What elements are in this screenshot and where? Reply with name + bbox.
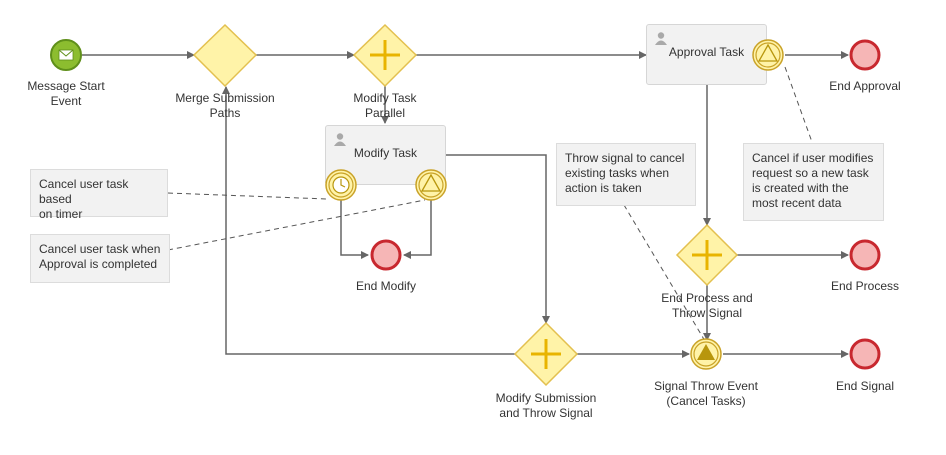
merge-gateway-label: Merge Submission Paths <box>175 91 275 120</box>
approval-task-label: Approval Task <box>668 45 745 59</box>
flow-loop-to-merge[interactable] <box>222 86 515 355</box>
end-process-label: End Process <box>830 279 900 293</box>
user-icon <box>655 32 667 45</box>
sequence-flows <box>82 51 849 358</box>
signal-throw-label: Signal Throw Event (Cancel Tasks) <box>654 379 758 408</box>
modify-submission-gateway[interactable] <box>513 321 579 387</box>
plus-icon <box>692 240 722 270</box>
merge-submission-gateway[interactable] <box>192 23 258 88</box>
association-approval-note <box>167 199 426 251</box>
modify-task-label: Modify Task <box>353 146 418 160</box>
annotation-throw-note: Throw signal to cancel existing tasks wh… <box>556 143 696 206</box>
envelope-icon <box>58 49 74 61</box>
end-modify-label: End Modify <box>355 279 417 293</box>
annotation-modify-note: Cancel if user modifies request so a new… <box>743 143 884 221</box>
approval-signal-boundary-event[interactable] <box>752 39 784 71</box>
flow-modify-to-submission-gateway[interactable] <box>446 154 550 324</box>
annotation-associations <box>167 66 813 342</box>
end-process-event[interactable] <box>849 239 881 271</box>
triangle-icon <box>420 173 442 192</box>
flow-timer-to-end-modify[interactable] <box>340 199 369 259</box>
plus-icon <box>531 339 561 369</box>
end-process-gateway-label: End Process and Throw Signal <box>661 291 753 320</box>
clock-icon <box>332 176 350 194</box>
end-approval-event[interactable] <box>849 39 881 71</box>
parallel-gateway-label: Modify Task Parallel <box>353 91 417 120</box>
end-approval-label: End Approval <box>829 79 901 93</box>
modify-signal-boundary-event[interactable] <box>415 169 447 201</box>
approval-task[interactable]: Approval Task <box>646 24 767 85</box>
end-modify-event[interactable] <box>370 239 402 271</box>
user-icon <box>334 133 346 146</box>
end-process-throw-gateway[interactable] <box>675 223 739 287</box>
modify-timer-boundary-event[interactable] <box>325 169 357 201</box>
triangle-icon <box>757 43 779 62</box>
plus-icon <box>370 40 400 70</box>
annotation-timer-note: Cancel user task based on timer <box>30 169 168 221</box>
annotation-approval-note: Cancel user task when Approval is comple… <box>30 234 170 283</box>
modify-task-parallel-gateway[interactable] <box>352 23 418 88</box>
start-event-label: Message Start Event <box>27 79 105 108</box>
end-signal-event[interactable] <box>849 338 881 370</box>
flow-signal-to-end-modify[interactable] <box>403 199 432 259</box>
message-start-event[interactable] <box>50 39 82 71</box>
association-modify-note <box>784 66 813 143</box>
submission-gateway-label: Modify Submission and Throw Signal <box>495 391 597 420</box>
signal-throw-event[interactable] <box>690 338 722 370</box>
triangle-icon <box>697 344 715 360</box>
end-signal-label: End Signal <box>835 379 895 393</box>
